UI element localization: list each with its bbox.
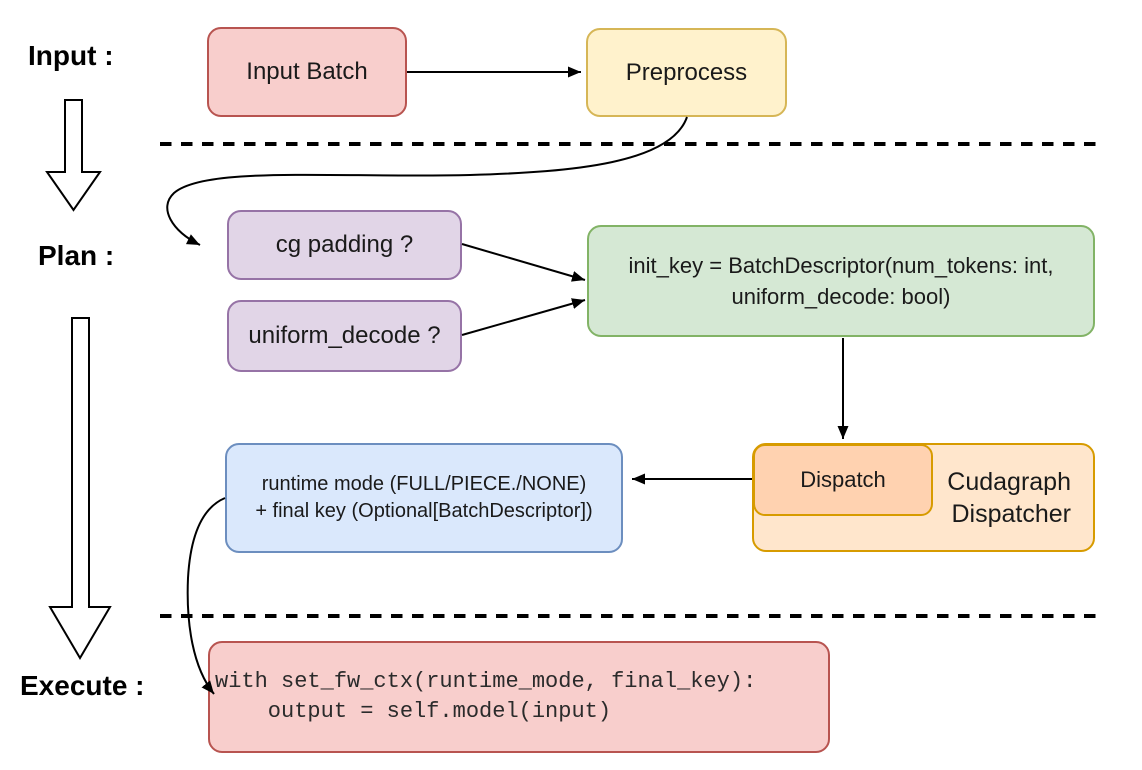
node-uniform-decode: uniform_decode ? — [227, 300, 462, 372]
node-execute-code: with set_fw_ctx(runtime_mode, final_key)… — [208, 641, 830, 753]
node-runtime-mode: runtime mode (FULL/PIECE./NONE) + final … — [225, 443, 623, 553]
node-runtime-mode-line2: + final key (Optional[BatchDescriptor]) — [255, 500, 593, 522]
stage-label-plan: Plan : — [38, 240, 115, 271]
node-preprocess-label: Preprocess — [625, 58, 748, 86]
node-uniform-decode-label: uniform_decode ? — [248, 322, 441, 349]
node-cg-padding-label: cg padding ? — [275, 231, 414, 258]
connector-cg-padding-to-init-key — [461, 243, 586, 282]
node-runtime-mode-line1: runtime mode (FULL/PIECE./NONE) — [261, 473, 587, 495]
node-preprocess: Preprocess — [586, 28, 787, 117]
plan-to-execute-arrow-icon — [48, 317, 112, 660]
node-cg-padding: cg padding ? — [227, 210, 462, 280]
node-execute-code-line1: with set_fw_ctx(runtime_mode, final_key)… — [215, 669, 757, 694]
node-execute-code-line2: output = self.model(input) — [215, 699, 612, 724]
connector-uniform-decode-to-init-key — [461, 298, 586, 336]
stage-label-execute: Execute : — [20, 670, 145, 701]
node-cudagraph-dispatcher-line1: Cudagraph — [947, 467, 1071, 496]
node-dispatch-label: Dispatch — [800, 467, 886, 492]
node-init-key-line2: uniform_decode: bool) — [731, 284, 951, 309]
node-cudagraph-dispatcher-line2: Dispatcher — [951, 499, 1072, 528]
input-to-plan-arrow-icon — [45, 99, 102, 212]
node-input-batch-label: Input Batch — [246, 58, 368, 85]
node-init-key: init_key = BatchDescriptor(num_tokens: i… — [587, 225, 1095, 337]
node-input-batch: Input Batch — [207, 27, 407, 117]
node-init-key-line1: init_key = BatchDescriptor(num_tokens: i… — [628, 253, 1054, 278]
node-dispatch: Dispatch — [753, 444, 933, 516]
stage-label-input: Input : — [28, 40, 114, 71]
